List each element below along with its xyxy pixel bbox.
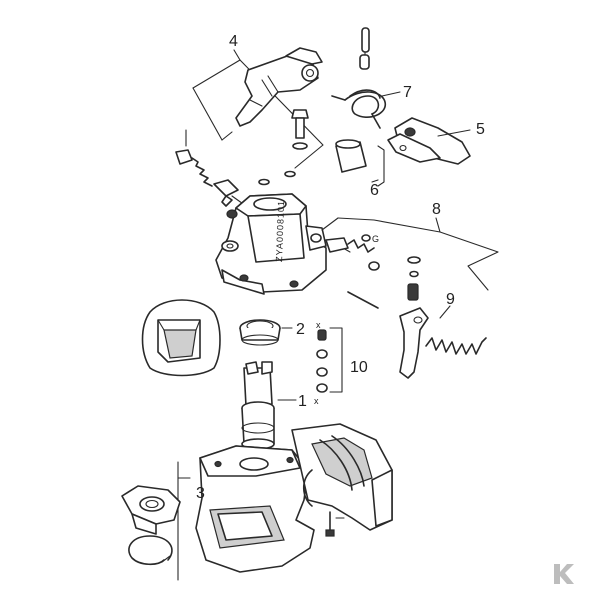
callout-5: 5 (476, 121, 485, 138)
callout-7: 7 (403, 84, 412, 101)
detail-inset (141, 299, 221, 377)
part-7-torsion-spring (331, 89, 401, 129)
callout-labels: 4 7 5 6 8 9 2 10 1 3 (196, 33, 485, 502)
housing-stamp: ZYA0008101 (274, 200, 286, 262)
x-mark-10: x (316, 320, 321, 330)
main-housing: ZYA0008101 (215, 193, 327, 295)
callout-6: 6 (370, 182, 379, 199)
part-6-bushing (335, 139, 385, 187)
part-8-pin-assembly: G (321, 217, 499, 309)
part-3-clip (121, 461, 191, 581)
callout-2: 2 (296, 321, 305, 338)
part-9-handle (399, 256, 487, 379)
part-2-ring (239, 319, 293, 346)
part-10-small-parts: x (316, 320, 343, 393)
brand-logo (552, 562, 574, 584)
x-mark-1: x (314, 396, 319, 406)
callout-10: 10 (350, 359, 368, 376)
callout-8: 8 (432, 201, 441, 218)
part-4-lever-assembly (192, 27, 370, 169)
coupling-body (195, 423, 393, 573)
part-5-latch (387, 117, 471, 165)
k-logo-icon (554, 564, 574, 584)
top-bolt-and-washers (258, 109, 309, 186)
callout-3: 3 (196, 485, 205, 502)
left-adjusting-screw (175, 129, 247, 207)
g-mark: G (372, 234, 379, 244)
callout-9: 9 (446, 291, 455, 308)
callout-4: 4 (229, 33, 238, 50)
callout-1: 1 (298, 393, 307, 410)
